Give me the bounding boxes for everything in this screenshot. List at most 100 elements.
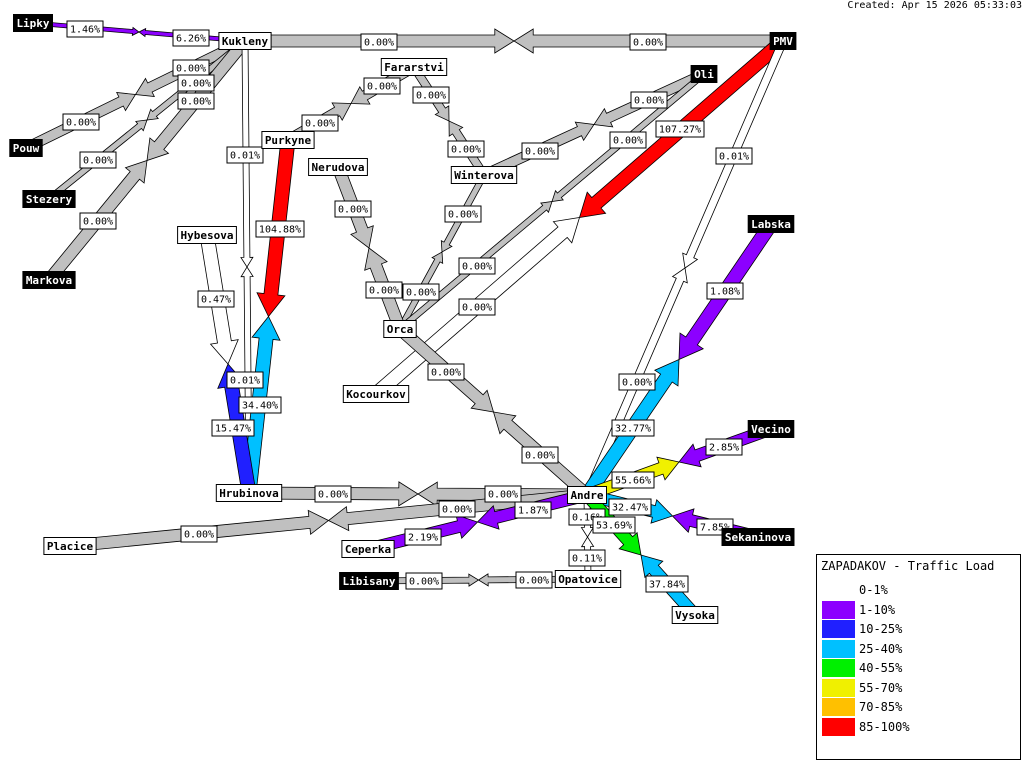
- node-nerudova[interactable]: Nerudova: [308, 158, 368, 176]
- node-purkyne[interactable]: Purkyne: [261, 131, 315, 149]
- link-label-out[interactable]: 0.47%: [197, 290, 235, 308]
- link-label-in[interactable]: 55.66%: [611, 471, 655, 489]
- link-label-in[interactable]: 0.00%: [447, 140, 485, 158]
- link-label-in[interactable]: 1.87%: [514, 501, 552, 519]
- node-vecino-text: Vecino: [751, 423, 791, 436]
- link-label-in[interactable]: 0.00%: [177, 92, 215, 110]
- node-kocourkov-bg: [342, 385, 410, 403]
- link-label-out[interactable]: 0.00%: [412, 86, 450, 104]
- node-andre[interactable]: Andre: [567, 486, 607, 504]
- link-label-out[interactable]: 0.00%: [444, 205, 482, 223]
- link-label-in-bg: [611, 419, 655, 437]
- link-label-in[interactable]: 0.00%: [365, 281, 403, 299]
- link-label-in[interactable]: 0.01%: [226, 371, 264, 389]
- link-label-out[interactable]: 107.27%: [655, 120, 705, 138]
- node-winterova-text: Winterova: [454, 169, 514, 182]
- link-label-out[interactable]: 1.08%: [706, 282, 744, 300]
- link-labska-andre[interactable]: [580, 219, 778, 500]
- node-pouw-bg: [9, 139, 43, 157]
- link-label-out-bg: [226, 146, 264, 164]
- link-label-in[interactable]: 0.00%: [177, 74, 215, 92]
- link-label-out-text: 0.00%: [431, 368, 461, 379]
- link-label-in-text: 15.47%: [215, 424, 251, 435]
- link-label-out-text: 0.00%: [338, 205, 368, 216]
- link-label-in[interactable]: 0.11%: [568, 549, 606, 567]
- link-label-in[interactable]: 0.00%: [402, 283, 440, 301]
- node-opatovice[interactable]: Opatovice: [554, 570, 622, 588]
- legend-label: 25-40%: [859, 642, 903, 656]
- link-label-out[interactable]: 0.00%: [79, 212, 117, 230]
- link-label-out[interactable]: 0.00%: [79, 151, 117, 169]
- link-label-in-text: 32.77%: [615, 424, 651, 435]
- link-kukleny-pmv[interactable]: [244, 28, 784, 54]
- link-label-in[interactable]: 6.26%: [172, 29, 210, 47]
- link-label-in-bg: [177, 74, 215, 92]
- link-nerudova-orca[interactable]: [331, 164, 407, 332]
- node-lipky[interactable]: Lipky: [13, 14, 53, 32]
- node-ceperka[interactable]: Ceperka: [341, 540, 395, 558]
- link-label-in[interactable]: 0.00%: [458, 298, 496, 316]
- link-label-in[interactable]: 37.84%: [645, 575, 689, 593]
- node-placice[interactable]: Placice: [43, 537, 97, 555]
- link-label-out[interactable]: 0.00%: [609, 131, 647, 149]
- link-label-out[interactable]: 0.00%: [427, 363, 465, 381]
- link-label-out[interactable]: 0.00%: [334, 200, 372, 218]
- link-label-out[interactable]: 0.00%: [405, 572, 443, 590]
- link-lipky-kukleny[interactable]: [32, 20, 246, 44]
- link-label-in[interactable]: 0.00%: [484, 485, 522, 503]
- link-label-in-text: 1.87%: [518, 506, 548, 517]
- link-label-out[interactable]: 2.85%: [705, 438, 743, 456]
- link-label-out[interactable]: 0.00%: [521, 142, 559, 160]
- node-hrubinova[interactable]: Hrubinova: [215, 484, 283, 502]
- link-label-in[interactable]: 0.00%: [630, 91, 668, 109]
- link-label-in[interactable]: 32.47%: [608, 498, 652, 516]
- link-label-out[interactable]: 53.69%: [592, 516, 636, 534]
- link-label-out-text: 0.00%: [66, 118, 96, 129]
- node-fararstvi[interactable]: Fararstvi: [380, 58, 448, 76]
- link-label-in[interactable]: 0.00%: [172, 59, 210, 77]
- node-vysoka[interactable]: Vysoka: [671, 606, 719, 624]
- link-label-in[interactable]: 34.40%: [238, 396, 282, 414]
- link-label-out-bg: [592, 516, 636, 534]
- link-label-out[interactable]: 0.00%: [314, 485, 352, 503]
- link-fararstvi-winterova[interactable]: [410, 64, 488, 178]
- link-label-in[interactable]: 0.00%: [515, 571, 553, 589]
- link-label-in[interactable]: 15.47%: [211, 419, 255, 437]
- link-label-out[interactable]: 0.00%: [360, 33, 398, 51]
- link-label-in[interactable]: 0.00%: [629, 33, 667, 51]
- link-label-in[interactable]: 0.00%: [618, 373, 656, 391]
- node-pouw[interactable]: Pouw: [9, 139, 43, 157]
- node-stezery[interactable]: Stezery: [22, 190, 76, 208]
- node-kukleny[interactable]: Kukleny: [218, 32, 272, 50]
- link-label-out[interactable]: 0.01%: [715, 147, 753, 165]
- node-oli[interactable]: Oli: [690, 65, 718, 83]
- link-label-in-text: 0.00%: [462, 303, 492, 314]
- link-label-out-bg: [521, 142, 559, 160]
- link-label-out[interactable]: 104.88%: [255, 220, 305, 238]
- link-label-out[interactable]: 1.46%: [66, 20, 104, 38]
- legend-item: 10-25%: [822, 620, 1012, 638]
- link-label-in[interactable]: 0.00%: [458, 257, 496, 275]
- node-kocourkov[interactable]: Kocourkov: [342, 385, 410, 403]
- link-label-out[interactable]: 0.00%: [301, 114, 339, 132]
- node-libisany[interactable]: Libisany: [339, 572, 399, 590]
- node-labska[interactable]: Labska: [747, 215, 795, 233]
- link-label-in[interactable]: 0.00%: [363, 77, 401, 95]
- node-vecino[interactable]: Vecino: [747, 420, 795, 438]
- link-label-out[interactable]: 0.00%: [180, 525, 218, 543]
- node-pmv[interactable]: PMV: [769, 32, 797, 50]
- link-label-in[interactable]: 32.77%: [611, 419, 655, 437]
- link-label-in[interactable]: 0.00%: [438, 500, 476, 518]
- node-markova[interactable]: Markova: [22, 271, 76, 289]
- link-markova-kukleny[interactable]: [43, 36, 251, 285]
- node-orca[interactable]: Orca: [383, 320, 417, 338]
- node-winterova[interactable]: Winterova: [450, 166, 518, 184]
- node-hybesova[interactable]: Hybesova: [177, 226, 237, 244]
- link-label-out[interactable]: 0.01%: [226, 146, 264, 164]
- node-labska-text: Labska: [751, 218, 791, 231]
- link-label-in[interactable]: 0.00%: [521, 446, 559, 464]
- link-label-out[interactable]: 0.00%: [62, 113, 100, 131]
- link-orca-andre[interactable]: [395, 323, 592, 501]
- node-sekaninova[interactable]: Sekaninova: [721, 528, 795, 546]
- link-label-out[interactable]: 2.19%: [404, 528, 442, 546]
